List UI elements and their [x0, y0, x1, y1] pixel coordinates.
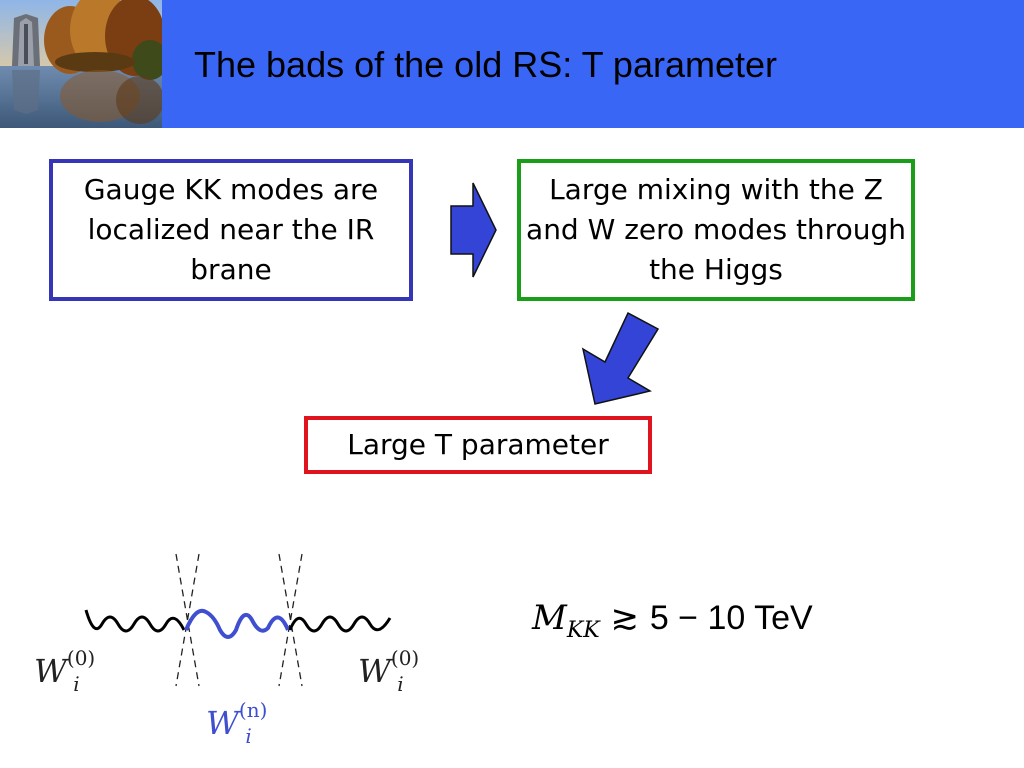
mass-value: 5 − 10 TeV	[649, 599, 813, 637]
large-t-box: Large T parameter	[304, 416, 652, 474]
right-w-label: W(0)i	[358, 646, 420, 696]
kk-mode-wave	[184, 608, 290, 639]
kk-w-label: W(n)i	[206, 698, 268, 748]
left-zero-mode-wave	[84, 609, 186, 633]
gauge-kk-text: Gauge KK modes are localized near the IR…	[83, 173, 379, 286]
mass-symbol: MKK	[532, 598, 600, 643]
gauge-kk-box: Gauge KK modes are localized near the IR…	[49, 159, 413, 301]
right-zero-mode-wave	[288, 615, 392, 633]
down-left-arrow-icon	[581, 311, 660, 405]
kk-mass-bound: MKK ≳ 5 − 10 TeV	[532, 598, 813, 643]
lab-building-photo	[0, 0, 162, 128]
left-w-label: W(0)i	[34, 646, 96, 696]
header-bar: The bads of the old RS: T parameter	[0, 0, 1024, 128]
feynman-diagram	[84, 553, 392, 687]
large-mixing-box: Large mixing with the Z and W zero modes…	[517, 159, 915, 301]
large-mixing-text: Large mixing with the Z and W zero modes…	[526, 173, 906, 286]
slide-title: The bads of the old RS: T parameter	[194, 44, 777, 85]
right-arrow-icon	[450, 182, 497, 278]
mass-relation: ≳	[610, 599, 640, 637]
large-t-text: Large T parameter	[347, 428, 609, 461]
